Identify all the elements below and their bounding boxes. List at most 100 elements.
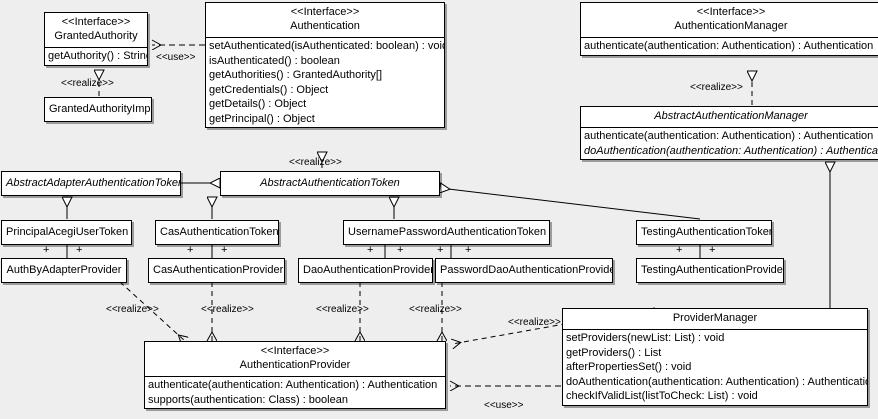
class-name: ProviderManager [672,312,758,324]
edge-label-use-provider-manager: <<use>> [484,400,524,411]
edge-label-use-authentication: <<use>> [156,52,196,63]
member: isAuthenticated() : boolean [209,54,340,67]
class-header: CasAuthenticationToken [156,221,278,244]
class-principal-acegi-user-token[interactable]: PrincipalAcegiUserToken [1,220,132,245]
stereotype-label: <<Interface>> [61,16,131,28]
association-marker: + [76,244,83,256]
divider [145,376,445,377]
member: doAuthentication(authentication: Authent… [566,375,868,388]
class-name: Authentication [290,20,360,32]
divider [563,329,867,330]
class-name: AuthenticationManager [674,20,788,32]
class-name: PasswordDaoAuthenticationProvider [440,264,613,276]
edge-label-realize-auth-by-adapter-provider: <<realize>> [106,304,159,315]
class-name: UsernamePasswordAuthenticationToken [348,226,547,238]
class-header: TestingAuthenticationToken [637,221,771,244]
member: authenticate(authentication: Authenticat… [584,130,874,142]
class-header: AbstractAuthenticationToken [221,172,439,195]
class-authentication-manager[interactable]: <<Interface>> AuthenticationManager auth… [580,2,878,56]
class-header: AbstractAuthenticationManager [581,107,878,127]
association-marker: + [437,244,444,256]
class-name: AbstractAuthenticationToken [260,177,400,189]
association-marker: + [676,244,683,256]
member: getCredentials() : Object [209,83,329,96]
class-name: PrincipalAcegiUserToken [6,226,129,238]
class-username-password-authentication-token[interactable]: UsernamePasswordAuthenticationToken [343,220,550,245]
association-marker: + [465,244,472,256]
member-list: setProviders(newList: List) : void getPr… [563,330,867,405]
divider [581,127,878,128]
class-abstract-authentication-manager[interactable]: AbstractAuthenticationManager authentica… [580,106,878,160]
stereotype-label: <<Interface>> [696,6,766,18]
class-header: DaoAuthenticationProvider [299,259,432,282]
class-name: AbstractAdapterAuthenticationToken [6,177,181,189]
member: afterPropertiesSet() : void [566,361,692,373]
association-marker: + [221,244,228,256]
class-name: TestingAuthenticationToken [641,226,772,238]
divider [206,37,444,38]
edge-label-realize-cas-authentication-provider: <<realize>> [201,304,254,315]
edge-label-realize-dao-authentication-provider: <<realize>> [316,304,369,315]
class-header: <<Interface>> AuthenticationManager [581,3,878,37]
edge-label-realize-password-dao-authentication-provider: <<realize>> [409,304,462,315]
class-granted-authority-impl[interactable]: GrantedAuthorityImpl [44,97,152,122]
class-name: GrantedAuthorityImpl [49,103,152,115]
class-name: DaoAuthenticationProvider [303,264,433,276]
class-granted-authority[interactable]: <<Interface>> GrantedAuthority getAuthor… [44,12,148,66]
class-name: AbstractAuthenticationManager [654,110,808,122]
association-marker: + [187,244,194,256]
member-list: getAuthority() : String [45,48,147,65]
stereotype-label: <<Interface>> [290,6,360,18]
class-header: PasswordDaoAuthenticationProvider [436,259,612,282]
class-provider-manager[interactable]: ProviderManager setProviders(newList: Li… [562,308,868,406]
member: checkIfValidList(listToCheck: List) : vo… [566,390,758,402]
class-name: AuthByAdapterProvider [6,264,122,276]
class-cas-authentication-provider[interactable]: CasAuthenticationProvider [148,258,285,283]
class-testing-authentication-provider[interactable]: TestingAuthenticationProvider [636,258,784,283]
member: authenticate(authentication: Authenticat… [148,379,438,391]
edge-label-realize-abstract-authentication-token: <<realize>> [289,157,342,168]
member: getPrincipal() : Object [209,112,315,125]
member: supports(authentication: Class) : boolea… [148,393,348,406]
association-marker: + [367,244,374,256]
class-abstract-adapter-authentication-token[interactable]: AbstractAdapterAuthenticationToken [1,171,181,196]
edge-label-realize-provider-manager: <<realize>> [508,317,561,328]
class-password-dao-authentication-provider[interactable]: PasswordDaoAuthenticationProvider [435,258,613,283]
member: getDetails() : Object [209,98,307,110]
member-list: setAuthenticated(isAuthenticated: boolea… [206,38,444,127]
class-testing-authentication-token[interactable]: TestingAuthenticationToken [636,220,772,245]
class-authentication[interactable]: <<Interface>> Authentication setAuthenti… [205,2,445,128]
class-name: GrantedAuthority [54,30,138,42]
class-name: CasAuthenticationProvider [153,264,284,276]
class-header: <<Interface>> AuthenticationProvider [145,342,445,376]
class-header: PrincipalAcegiUserToken [2,221,131,244]
member: doAuthentication(authentication: Authent… [584,144,878,157]
member: getAuthorities() : GrantedAuthority[] [209,69,383,81]
class-auth-by-adapter-provider[interactable]: AuthByAdapterProvider [1,258,127,283]
member: setProviders(newList: List) : void [566,332,725,344]
class-abstract-authentication-token[interactable]: AbstractAuthenticationToken [220,171,440,196]
class-header: AbstractAdapterAuthenticationToken [2,172,180,195]
class-header: UsernamePasswordAuthenticationToken [344,221,549,244]
member: getAuthority() : String [48,50,148,62]
member-list: authenticate(authentication: Authenticat… [145,377,445,408]
class-header: CasAuthenticationProvider [149,259,284,282]
class-authentication-provider[interactable]: <<Interface>> AuthenticationProvider aut… [144,341,446,409]
edge-label-realize-granted-authority-impl: <<realize>> [61,78,114,89]
association-marker: + [709,244,716,256]
class-name: AuthenticationProvider [239,359,351,371]
class-header: TestingAuthenticationProvider [637,259,783,282]
member: setAuthenticated(isAuthenticated: boolea… [209,40,445,52]
class-header: <<Interface>> GrantedAuthority [45,13,147,47]
divider [581,37,878,38]
member-list: authenticate(authentication: Authenticat… [581,38,878,55]
class-header: ProviderManager [563,309,867,329]
class-cas-authentication-token[interactable]: CasAuthenticationToken [155,220,279,245]
member-list: authenticate(authentication: Authenticat… [581,128,878,159]
association-marker: + [43,244,50,256]
class-name: TestingAuthenticationProvider [641,264,784,276]
stereotype-label: <<Interface>> [260,345,330,357]
class-dao-authentication-provider[interactable]: DaoAuthenticationProvider [298,258,433,283]
edge-label-realize-abstract-authentication-manager: <<realize>> [690,82,743,93]
